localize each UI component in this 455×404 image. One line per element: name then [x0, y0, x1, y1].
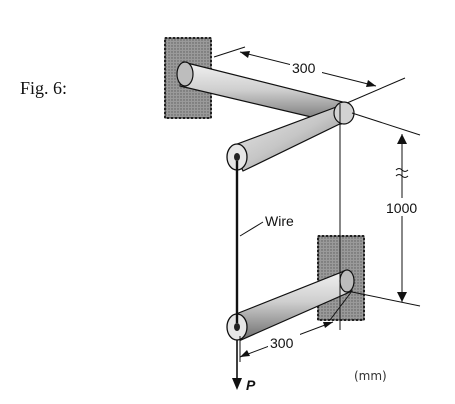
top-rod-segment-1 — [176, 61, 348, 125]
wire-leader — [239, 221, 264, 237]
extension-lines — [213, 46, 421, 362]
top-dimension-label: 300 — [292, 60, 316, 76]
height-dimension-label: 1000 — [386, 200, 417, 216]
height-dimension — [384, 134, 420, 302]
bottom-dimension-label: 300 — [270, 335, 294, 351]
top-rod-segment-2 — [226, 101, 355, 172]
bottom-dimension — [239, 321, 334, 358]
figure-caption: Fig. 6: — [20, 78, 67, 98]
top-dimension — [239, 51, 377, 87]
load-arrow — [232, 340, 242, 390]
wire-label: Wire — [265, 213, 294, 229]
units-label: (mm) — [354, 369, 387, 383]
load-label: P — [246, 377, 256, 393]
